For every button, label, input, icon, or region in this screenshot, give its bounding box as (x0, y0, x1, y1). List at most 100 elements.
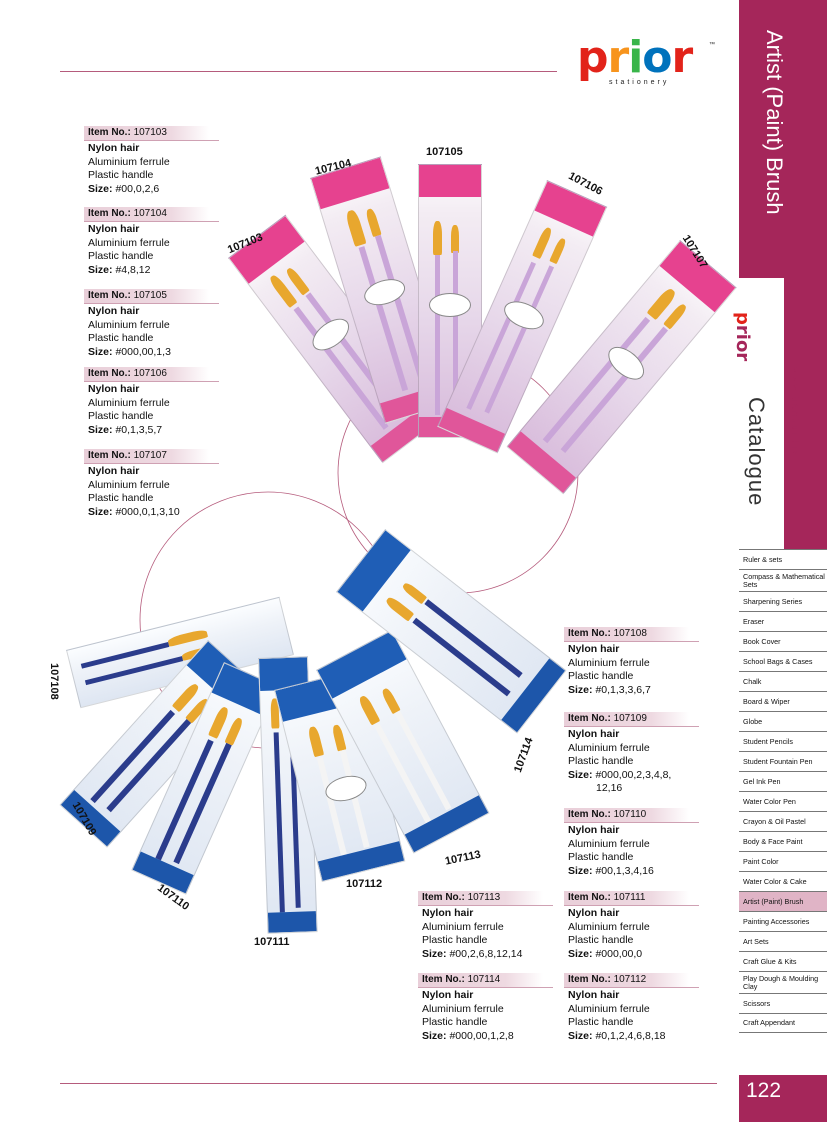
item-hair: Nylon hair (568, 989, 620, 1001)
item-spec-107104: Item No.: 107104 Nylon hair Aluminium fe… (84, 207, 219, 277)
item-ferrule: Aluminium ferrule (422, 920, 504, 933)
item-handle: Plastic handle (88, 169, 154, 181)
side-brand-logo: prior (732, 312, 753, 362)
item-size: #4,8,12 (115, 263, 151, 276)
catalogue-label: Catalogue (744, 397, 769, 507)
photo-label-107112: 107112 (346, 878, 383, 890)
item-size-label: Size: (422, 1029, 447, 1042)
nav-item-paint-color[interactable]: Paint Color (739, 851, 827, 871)
item-number-header: Item No.: 107111 (564, 891, 699, 906)
nav-item-student-pencils[interactable]: Student Pencils (739, 731, 827, 751)
nav-item-eraser[interactable]: Eraser (739, 611, 827, 631)
item-size-label: Size: (88, 345, 113, 358)
side-accent-bar (784, 278, 827, 550)
item-size-label: Size: (88, 263, 113, 276)
item-size-label: Size: (568, 947, 593, 960)
item-handle: Plastic handle (568, 851, 634, 863)
item-spec-107114: Item No.: 107114 Nylon hair Aluminium fe… (418, 973, 553, 1043)
item-size: #00,2,6,8,12,14 (449, 947, 523, 960)
section-banner (739, 0, 827, 278)
item-size: #0,1,3,3,6,7 (595, 683, 651, 696)
item-ferrule: Aluminium ferrule (568, 837, 650, 850)
nav-item-crayon[interactable]: Crayon & Oil Pastel (739, 811, 827, 831)
brand-tagline: stationery (609, 79, 670, 86)
item-handle: Plastic handle (568, 755, 634, 767)
item-ferrule: Aluminium ferrule (88, 396, 170, 409)
item-hair: Nylon hair (88, 223, 140, 235)
item-size-label: Size: (568, 768, 593, 781)
item-size-label: Size: (88, 423, 113, 436)
nav-item-body-face-paint[interactable]: Body & Face Paint (739, 831, 827, 851)
nav-item-chalk[interactable]: Chalk (739, 671, 827, 691)
item-handle: Plastic handle (568, 670, 634, 682)
website-link[interactable]: www.tianhui.biz (789, 366, 800, 457)
item-hair: Nylon hair (88, 383, 140, 395)
item-hair: Nylon hair (568, 728, 620, 740)
item-size-label: Size: (568, 864, 593, 877)
item-hair: Nylon hair (88, 465, 140, 477)
item-number-header: Item No.: 107113 (418, 891, 553, 906)
item-ferrule: Aluminium ferrule (568, 656, 650, 669)
item-spec-107107: Item No.: 107107 Nylon hair Aluminium fe… (84, 449, 219, 519)
nav-item-water-color-pen[interactable]: Water Color Pen (739, 791, 827, 811)
category-nav: Ruler & sets Compass & Mathematical Sets… (739, 549, 827, 1033)
item-hair: Nylon hair (422, 989, 474, 1001)
nav-item-school-bags[interactable]: School Bags & Cases (739, 651, 827, 671)
nav-item-water-color-cake[interactable]: Water Color & Cake (739, 871, 827, 891)
item-size: #000,0,1,3,10 (115, 505, 180, 518)
item-number-header: Item No.: 107103 (84, 126, 219, 141)
item-number-header: Item No.: 107112 (564, 973, 699, 988)
item-number-header: Item No.: 107104 (84, 207, 219, 222)
item-number-header: Item No.: 107106 (84, 367, 219, 382)
item-number-header: Item No.: 107105 (84, 289, 219, 304)
item-spec-107106: Item No.: 107106 Nylon hair Aluminium fe… (84, 367, 219, 437)
item-size: #00,1,3,4,16 (595, 864, 654, 877)
nav-item-book-cover[interactable]: Book Cover (739, 631, 827, 651)
item-spec-107110: Item No.: 107110 Nylon hair Aluminium fe… (564, 808, 699, 878)
item-hair: Nylon hair (88, 305, 140, 317)
item-size-label: Size: (422, 947, 447, 960)
item-spec-107113: Item No.: 107113 Nylon hair Aluminium fe… (418, 891, 553, 961)
item-ferrule: Aluminium ferrule (422, 1002, 504, 1015)
page-number: 122 (739, 1075, 827, 1122)
nav-item-artist-brush[interactable]: Artist (Paint) Brush (739, 891, 827, 911)
item-handle: Plastic handle (88, 250, 154, 262)
nav-item-ruler[interactable]: Ruler & sets (739, 549, 827, 569)
item-handle: Plastic handle (422, 1016, 488, 1028)
item-number-header: Item No.: 107107 (84, 449, 219, 464)
nav-item-board-wiper[interactable]: Board & Wiper (739, 691, 827, 711)
nav-item-sharpening[interactable]: Sharpening Series (739, 591, 827, 611)
nav-item-art-sets[interactable]: Art Sets (739, 931, 827, 951)
item-spec-107108: Item No.: 107108 Nylon hair Aluminium fe… (564, 627, 699, 697)
item-size: #00,0,2,6 (115, 182, 160, 195)
item-spec-107105: Item No.: 107105 Nylon hair Aluminium fe… (84, 289, 219, 359)
item-ferrule: Aluminium ferrule (568, 1002, 650, 1015)
item-number-header: Item No.: 107110 (564, 808, 699, 823)
section-title: Artist (Paint) Brush (762, 30, 787, 215)
top-rule (60, 71, 557, 72)
nav-item-fountain-pen[interactable]: Student Fountain Pen (739, 751, 827, 771)
item-handle: Plastic handle (88, 492, 154, 504)
item-spec-107111: Item No.: 107111 Nylon hair Aluminium fe… (564, 891, 699, 961)
item-hair: Nylon hair (568, 824, 620, 836)
photo-label-107105: 107105 (426, 146, 463, 158)
nav-item-painting-accessories[interactable]: Painting Accessories (739, 911, 827, 931)
nav-item-compass[interactable]: Compass & Mathematical Sets (739, 569, 827, 591)
item-hair: Nylon hair (88, 142, 140, 154)
nav-item-globe[interactable]: Globe (739, 711, 827, 731)
item-number-header: Item No.: 107108 (564, 627, 699, 642)
item-hair: Nylon hair (422, 907, 474, 919)
item-number-header: Item No.: 107109 (564, 712, 699, 727)
nav-item-craft-appendant[interactable]: Craft Appendant (739, 1013, 827, 1033)
item-ferrule: Aluminium ferrule (568, 920, 650, 933)
item-size: #000,00,2,3,4,8, (595, 768, 672, 781)
item-handle: Plastic handle (88, 410, 154, 422)
item-size: #000,00,0 (595, 947, 643, 960)
nav-item-gel-ink-pen[interactable]: Gel Ink Pen (739, 771, 827, 791)
item-number-header: Item No.: 107114 (418, 973, 553, 988)
nav-item-craft-glue[interactable]: Craft Glue & Kits (739, 951, 827, 971)
item-size: #000,00,1,3 (115, 345, 171, 358)
nav-item-play-dough[interactable]: Play Dough & Moulding Clay (739, 971, 827, 993)
item-spec-107109: Item No.: 107109 Nylon hair Aluminium fe… (564, 712, 699, 796)
nav-item-scissors[interactable]: Scissors (739, 993, 827, 1013)
